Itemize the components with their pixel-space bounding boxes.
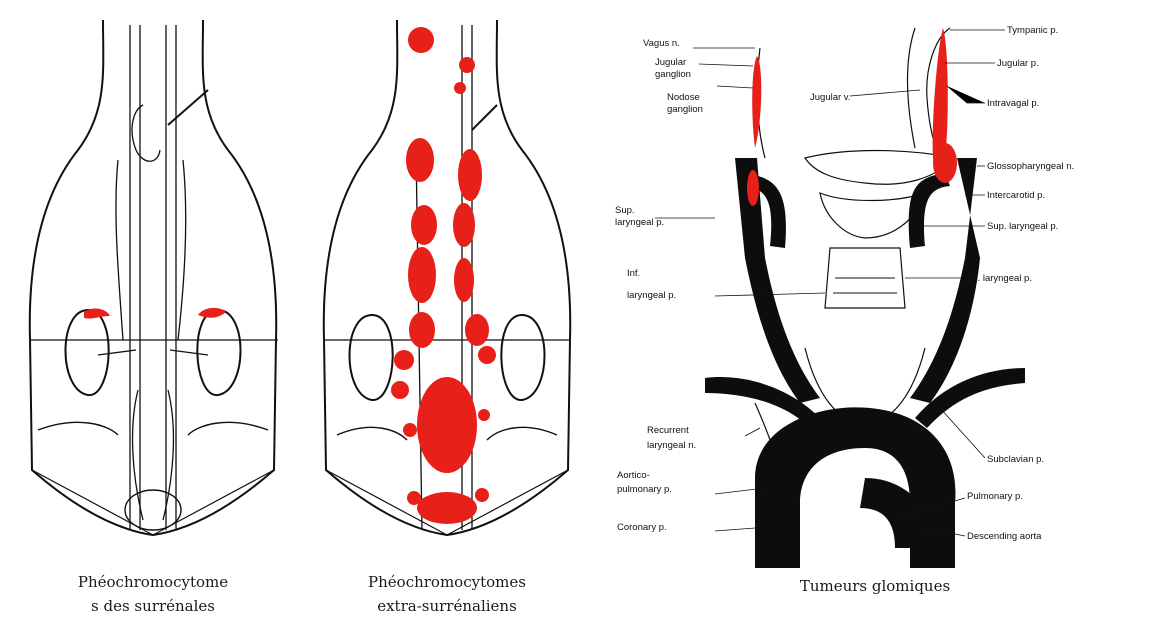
adrenal-tumors: [84, 308, 226, 319]
label-aortico-pulmonary-p-2: pulmonary p.: [617, 484, 672, 495]
figure-adrenal-pheochromocytoma: Phéochromocytome s des surrénales: [18, 10, 288, 565]
kidney-left: [66, 310, 109, 395]
caption-extra-adrenal: Phéochromocytomes extra-surrénaliens: [312, 570, 582, 618]
label-inf-laryngeal-right: Inf. laryngeal p.: [967, 273, 1032, 284]
caption-line-1: Tumeurs glomiques: [605, 574, 1145, 598]
label-intravagal-p: Intravagal p.: [987, 98, 1039, 109]
label-sup-laryngeal-left-2: laryngeal p.: [615, 217, 664, 228]
label-recurrent-laryngeal-n-2: laryngeal n.: [647, 440, 696, 451]
caption-adrenal: Phéochromocytome s des surrénales: [18, 570, 288, 618]
anatomy-labels: Vagus n. Jugular ganglion Nodose ganglio…: [615, 25, 1074, 542]
label-recurrent-laryngeal-n: Recurrent: [647, 425, 689, 436]
tumor-carotid-body-left: [747, 170, 759, 206]
label-inf-laryngeal-left: Inf.: [627, 268, 640, 279]
tumor-skull-base: [408, 27, 434, 53]
label-aortico-pulmonary-p: Aortico-: [617, 470, 650, 481]
label-tympanic-p: Tympanic p.: [1007, 25, 1058, 36]
caption-line-2: extra-surrénaliens: [312, 594, 582, 618]
label-jugular-p: Jugular p.: [997, 58, 1039, 69]
caption-glomus: Tumeurs glomiques: [605, 574, 1145, 598]
adrenal-tumor-right: [198, 308, 226, 318]
tumor-mediastinum-right: [458, 149, 482, 201]
label-descending-aorta: Descending aorta: [967, 531, 1042, 542]
kidney-right: [197, 310, 240, 395]
tumor-neck-1: [459, 57, 475, 73]
figure-glomus-tumors: C Vagus n. Jugular ganglion Nodose gangl…: [605, 8, 1145, 598]
tumor-carotid-body-right: [933, 143, 957, 183]
neck-chest-diagram: C Vagus n. Jugular ganglion Nodose gangl…: [605, 8, 1145, 568]
label-inf-laryngeal-left-2: laryngeal p.: [627, 290, 676, 301]
tumor-para-aortic: [417, 377, 477, 473]
kidney-left: [350, 315, 393, 400]
label-pulmonary-p: Pulmonary p.: [967, 491, 1023, 502]
caption-line-1: Phéochromocytome: [18, 570, 288, 594]
label-sup-laryngeal-left: Sup.: [615, 205, 635, 216]
heart-mark: C: [855, 458, 868, 478]
caption-line-1: Phéochromocytomes: [312, 570, 582, 594]
body-outline-diagram: [312, 10, 582, 565]
extra-adrenal-tumors: [391, 27, 496, 524]
label-coronary-p: Coronary p.: [617, 522, 667, 533]
tumor-neck-2: [454, 82, 466, 94]
label-subclavian-p: Subclavian p.: [987, 454, 1044, 465]
adrenal-tumor-left: [84, 309, 110, 319]
label-sup-laryngeal-right: Sup. laryngeal p.: [987, 221, 1058, 232]
label-jugular-ganglion: Jugular: [655, 57, 686, 68]
label-glossopharyngeal-n: Glossopharyngeal n.: [987, 161, 1074, 172]
body-outline-diagram: [18, 10, 288, 565]
label-nodose-ganglion: Nodose: [667, 92, 700, 103]
tumor-bladder: [417, 492, 477, 524]
label-jugular-v: Jugular v.: [810, 92, 850, 103]
torso-outline: [30, 20, 276, 535]
kidney-right: [501, 315, 544, 400]
tumor-mediastinum-left: [406, 138, 434, 182]
label-vagus-n: Vagus n.: [643, 38, 680, 49]
label-nodose-ganglion-2: ganglion: [667, 104, 703, 115]
label-intercarotid-p: Intercarotid p.: [987, 190, 1045, 201]
caption-line-2: s des surrénales: [18, 594, 288, 618]
vessels: [98, 25, 208, 530]
figure-extra-adrenal-pheochromocytomas: Phéochromocytomes extra-surrénaliens: [312, 10, 582, 565]
label-jugular-ganglion-2: ganglion: [655, 69, 691, 80]
arterial-tree: [705, 158, 1025, 568]
leader-lines: [655, 30, 1005, 536]
